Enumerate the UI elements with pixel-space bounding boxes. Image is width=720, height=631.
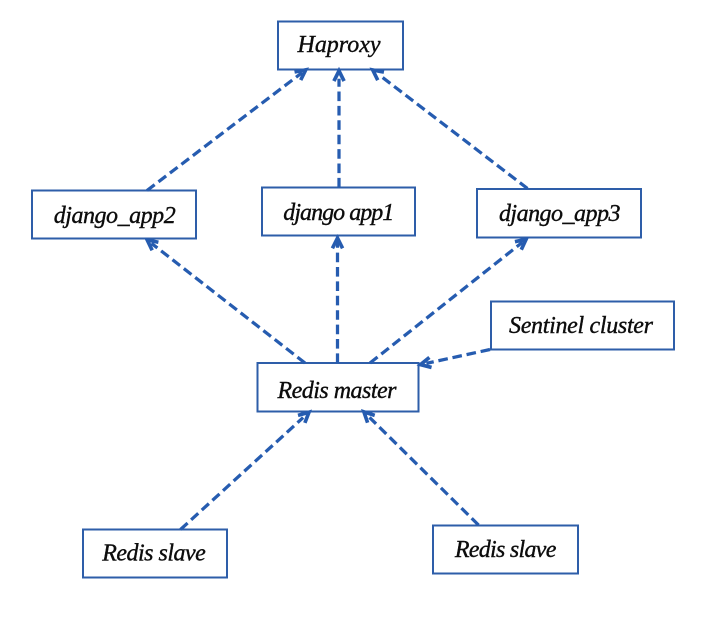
svg-text:Sentinel cluster: Sentinel cluster (509, 313, 654, 339)
svg-text:django_app3: django_app3 (499, 201, 621, 227)
svg-text:Haproxy: Haproxy (297, 32, 381, 58)
svg-text:django app1: django app1 (283, 200, 394, 226)
svg-text:Redis slave: Redis slave (101, 541, 206, 567)
svg-text:Redis slave: Redis slave (454, 537, 557, 563)
svg-text:Redis master: Redis master (277, 378, 398, 404)
svg-text:django_app2: django_app2 (54, 203, 176, 229)
